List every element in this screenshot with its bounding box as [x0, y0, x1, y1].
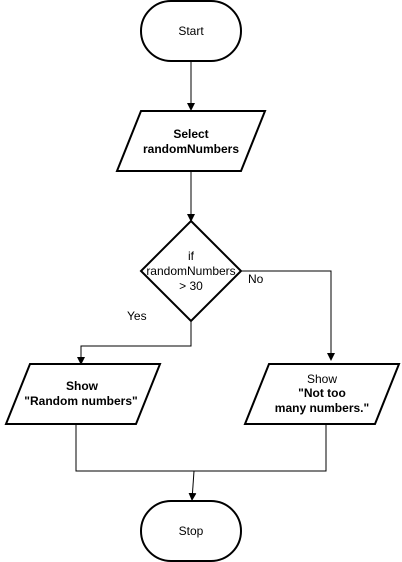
stop-terminal: Stop — [140, 500, 242, 562]
show-yes-label-line1: Show — [66, 379, 99, 393]
show-no-output-node: Show "Not too many numbers." — [243, 363, 401, 425]
show-no-label-line1: Show — [307, 372, 337, 386]
decision-label-line2: randomNumbers — [146, 264, 235, 278]
connectors — [75, 61, 335, 501]
select-label-line1: Select — [173, 127, 208, 141]
no-branch-label: No — [248, 272, 264, 286]
select-input-node: Select randomNumbers — [115, 110, 267, 172]
start-terminal: Start — [140, 0, 242, 62]
decision-label-line1: if — [188, 249, 195, 263]
connector-decision-no — [241, 270, 335, 361]
connector-yes-to-merge — [75, 422, 192, 472]
decision-node: if randomNumbers > 30 — [139, 219, 243, 323]
show-no-label-line2: "Not too — [298, 386, 346, 400]
stop-label: Stop — [179, 524, 204, 538]
connector-merge-to-stop — [188, 470, 197, 501]
connector-decision-yes — [77, 321, 192, 365]
select-label-line2: randomNumbers — [143, 142, 239, 156]
connector-no-to-merge — [192, 422, 327, 472]
show-yes-label-line2: "Random numbers" — [24, 394, 137, 408]
start-label: Start — [178, 24, 204, 38]
show-no-label-line3: many numbers." — [275, 401, 369, 415]
decision-label-line3: > 30 — [179, 279, 203, 293]
show-yes-output-node: Show "Random numbers" — [4, 363, 162, 425]
yes-branch-label: Yes — [127, 309, 147, 323]
